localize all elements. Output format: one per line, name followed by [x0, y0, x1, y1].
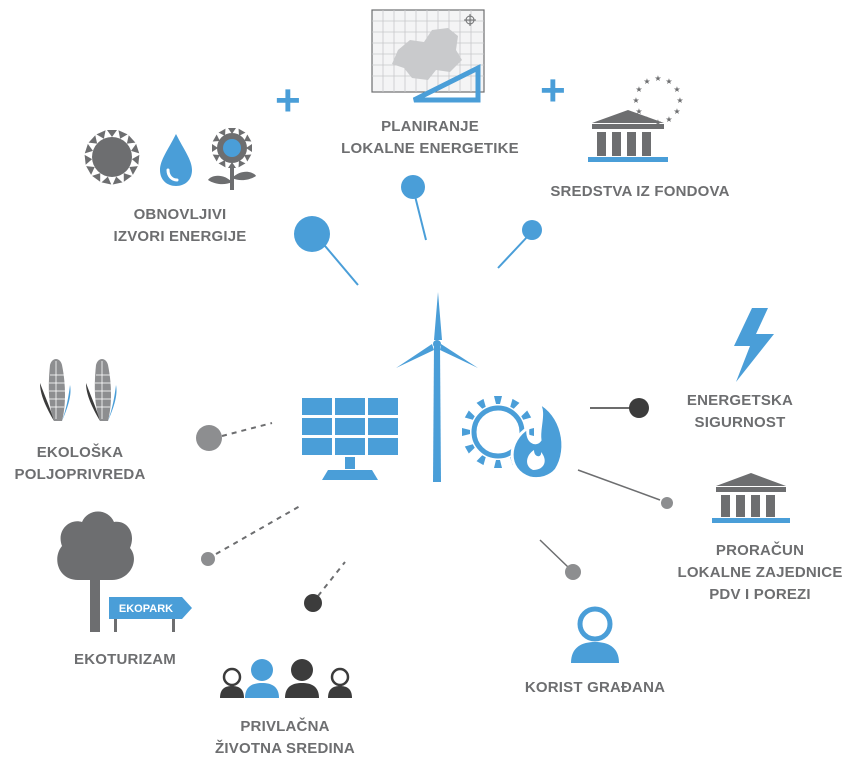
label-privlacna-line2: ŽIVOTNA SREDINA [215, 740, 355, 757]
label-korist: KORIST GRAĐANA [500, 677, 690, 699]
label-ekoturizam: EKOTURIZAM [50, 649, 200, 671]
label-energetska-line2: SIGURNOST [694, 414, 786, 431]
svg-text:★: ★ [673, 107, 680, 116]
label-obnovljivi-line1: OBNOVLJIVI [133, 206, 227, 223]
svg-text:★: ★ [654, 74, 661, 83]
people-icon [220, 659, 352, 698]
label-sredstva: SREDSTVA IZ FONDOVA [520, 181, 760, 203]
label-ekoturizam-line1: EKOTURIZAM [74, 651, 176, 668]
connector-dot-sredstva [522, 220, 542, 240]
connectors [196, 175, 673, 612]
ekopark-sign-text: EKOPARK [119, 603, 173, 615]
connector-dot-privlacna [304, 594, 322, 612]
connector-dot-korist [565, 564, 581, 580]
label-privlacna-line1: PRIVLAČNA [240, 718, 330, 735]
connector-dot-energetska [629, 398, 649, 418]
label-obnovljivi-line2: IZVORI ENERGIJE [113, 228, 247, 245]
label-sredstva-line1: SREDSTVA IZ FONDOVA [550, 183, 730, 200]
ekopark-sign-icon: EKOPARK [109, 597, 192, 632]
label-ekoloska-line2: POLJOPRIVREDA [14, 466, 146, 483]
bank-icon-fondovi [588, 110, 668, 162]
connector-line-ekoturizam [215, 505, 301, 555]
sun-icon [84, 130, 140, 185]
label-korist-line1: KORIST GRAĐANA [524, 679, 666, 696]
map-planning-icon [371, 9, 485, 103]
label-planiranje: PLANIRANJE LOKALNE ENERGETIKE [340, 116, 520, 160]
label-planiranje-line1: PLANIRANJE [381, 118, 479, 135]
lightning-icon [734, 308, 774, 382]
connector-line-proracun [577, 469, 661, 501]
connector-line-korist [539, 539, 569, 568]
svg-text:★: ★ [665, 115, 672, 124]
plus-icon-left: + [275, 76, 301, 125]
plus-icon-right: + [540, 66, 566, 115]
connector-line-planiranje [414, 195, 427, 241]
bank-icon-proracun [712, 473, 790, 523]
label-proracun: PRORAČUN LOKALNE ZAJEDNICE PDV I POREZI [670, 540, 850, 606]
label-proracun-line2: LOKALNE ZAJEDNICE [677, 564, 843, 581]
svg-text:★: ★ [676, 96, 683, 105]
label-ekoloska: EKOLOŠKA POLJOPRIVREDA [0, 442, 160, 486]
label-proracun-line1: PRORAČUN [715, 542, 805, 559]
wind-turbine-icon [396, 292, 478, 482]
corn-icon [40, 359, 117, 421]
sun-flame-icon [462, 396, 565, 481]
svg-text:★: ★ [643, 77, 650, 86]
label-privlacna: PRIVLAČNA ŽIVOTNA SREDINA [200, 716, 370, 760]
connector-line-privlacna [317, 561, 346, 597]
label-planiranje-line2: LOKALNE ENERGETIKE [341, 140, 519, 157]
connector-dot-obnovljivi [294, 216, 330, 252]
label-obnovljivi: OBNOVLJIVI IZVORI ENERGIJE [90, 204, 270, 248]
sunflower-icon [208, 128, 256, 190]
svg-text:★: ★ [665, 77, 672, 86]
connector-dot-planiranje [401, 175, 425, 199]
svg-text:★: ★ [673, 85, 680, 94]
water-drop-icon [160, 134, 192, 186]
label-energetska-line1: ENERGETSKA [686, 392, 794, 409]
connector-dot-ekoloska [196, 425, 222, 451]
svg-text:★: ★ [635, 107, 642, 116]
person-icon [571, 606, 619, 663]
tree-icon [57, 511, 134, 632]
label-proracun-line3: PDV I POREZI [709, 586, 811, 603]
connector-line-sredstva [497, 235, 529, 269]
connector-line-ekoloska [221, 422, 273, 437]
label-energetska: ENERGETSKA SIGURNOST [680, 390, 800, 434]
solar-panel-icon [302, 398, 398, 480]
connector-dot-ekoturizam [201, 552, 215, 566]
connector-dot-proracun [661, 497, 673, 509]
svg-text:★: ★ [635, 85, 642, 94]
label-ekoloska-line1: EKOLOŠKA [36, 444, 124, 461]
svg-text:★: ★ [632, 96, 639, 105]
connector-line-obnovljivi [319, 239, 359, 286]
